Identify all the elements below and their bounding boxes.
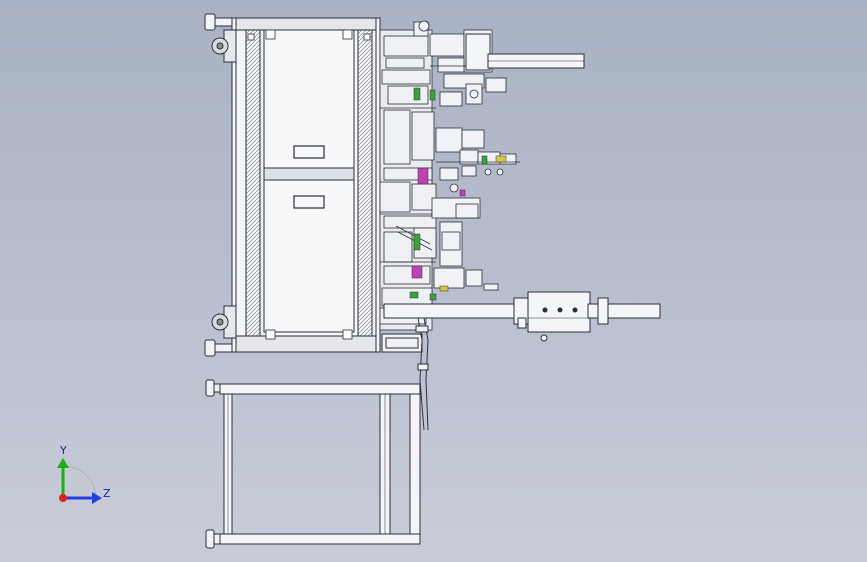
rear-panel-block [381, 333, 423, 353]
coordinate-triad: Y Z [57, 444, 111, 504]
frame-foot-bottom [205, 529, 221, 549]
magenta-component-markers [411, 167, 466, 279]
mechanism-column [379, 29, 440, 331]
yellow-component-markers [439, 155, 507, 292]
frame-foot-top [205, 379, 221, 397]
middle-actuator-cluster [435, 127, 520, 193]
corner-brackets [247, 29, 371, 340]
door-handle-lower [293, 195, 325, 209]
main-cabinet [231, 17, 381, 353]
door-handle-upper [293, 145, 325, 159]
caster-wheel-top [211, 29, 237, 63]
leveling-foot-top [204, 13, 233, 31]
upper-horizontal-arm [465, 33, 585, 71]
lower-horizontal-actuator [383, 291, 661, 342]
caster-wheel-bottom [211, 305, 237, 339]
x-axis-dot [59, 494, 67, 502]
lower-frame [219, 383, 421, 545]
leveling-foot-bottom [204, 339, 233, 357]
green-sensor-markers [409, 87, 488, 301]
triad-y-label: Y [59, 444, 67, 457]
lower-bracket-assembly [395, 197, 499, 291]
triad-z-label: Z [103, 487, 111, 500]
vertical-cable [415, 317, 429, 431]
